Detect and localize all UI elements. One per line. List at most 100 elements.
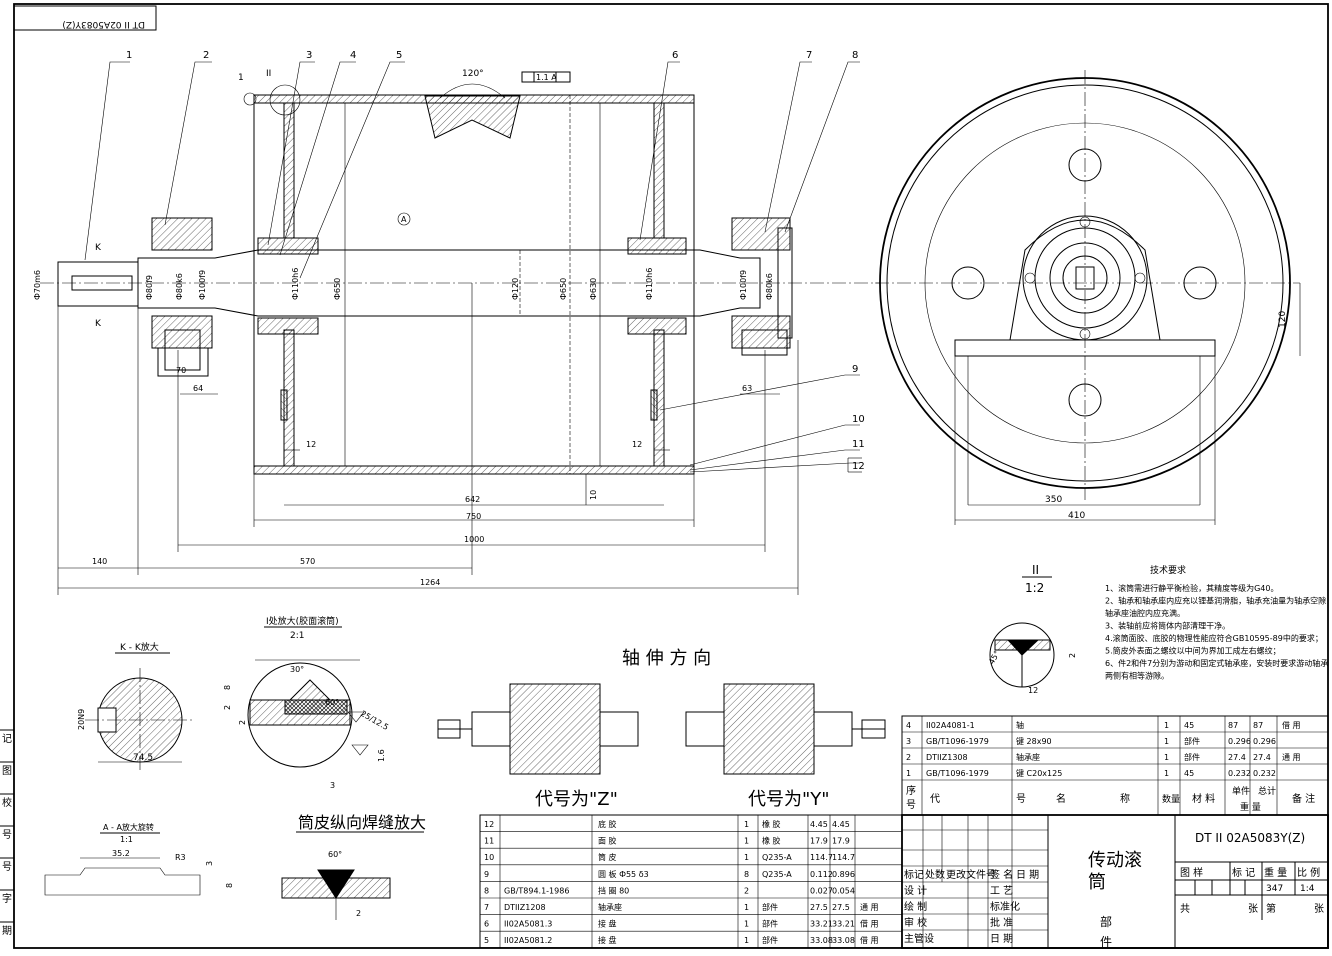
detail-I-angle-30: 30° (290, 665, 304, 674)
dim-diameter: Ф100f9 (198, 270, 207, 300)
dim-64: 64 (193, 384, 203, 393)
parts-upper-cell: GB/T1096-1979 (926, 737, 989, 746)
parts-lower-cell: 轴承座 (598, 902, 622, 912)
parts-lower-cell: Q235-A (762, 870, 792, 879)
parts-upper-cell: 轴 (1016, 720, 1024, 730)
parts-upper-cell: 1 (906, 769, 911, 778)
detail-I-callout (243, 92, 257, 106)
parts-lower-cell: 底 胶 (598, 819, 617, 829)
parts-lower-cell: 11 (484, 837, 494, 846)
parts-lower-cell: 27.5 (832, 903, 850, 912)
mark-arabic-1: 1 (238, 73, 244, 83)
title-rev-header: 处数 (925, 868, 945, 881)
detail-A-title: A - A放大旋转 (103, 822, 154, 832)
parts-upper-cell: II02A4081-1 (926, 721, 975, 730)
parts-upper-header: 号 (906, 799, 916, 811)
title-label: 重 量 (1264, 866, 1287, 879)
parts-upper-cell: 轴承座 (1016, 752, 1040, 762)
margin-label: 字 (2, 892, 12, 905)
detail-A-r3: R3 (175, 853, 186, 862)
dim-120-right: 120 (1278, 311, 1288, 328)
title-weight: 347 (1266, 884, 1283, 894)
part-number-1: 1 (126, 50, 132, 61)
z-shell (509, 683, 601, 775)
tech-req-line: 5.筒皮外表面之螺纹以中间为界加工成左右螺纹； (1105, 646, 1281, 656)
margin-label: 校 (2, 796, 12, 809)
parts-lower-cell: 6 (484, 920, 489, 929)
parts-upper-cell: 27.4 (1228, 753, 1246, 762)
lightening-hole-right (1183, 266, 1217, 300)
parts-upper-cell: 通 用 (1282, 752, 1301, 762)
drawing-id-top: DT II 02A5083Y(Z) (62, 19, 145, 29)
parts-lower-cell: 0.054 (832, 886, 855, 895)
parts-lower-cell: 33.08 (832, 936, 855, 945)
y-shell (723, 683, 815, 775)
dim-140: 140 (92, 557, 107, 566)
detail-I-dim-2b: 2 (238, 720, 247, 725)
shell-bottom (253, 465, 695, 475)
weld-title: 筒皮纵向焊缝放大 (298, 813, 426, 832)
parts-lower-cell: II02A5081.3 (504, 920, 552, 929)
parts-lower-cell: 借 用 (860, 919, 879, 929)
detail-II-dim-12: 12 (1028, 686, 1038, 695)
dim-570: 570 (300, 557, 315, 566)
dim-410: 410 (1068, 511, 1085, 521)
parts-lower-cell: 面 胶 (598, 836, 617, 846)
detail-I-title: I处放大(胶面滚筒) (266, 615, 339, 627)
title-unit-1: 部 (1100, 914, 1112, 929)
parts-lower-cell: 1 (744, 903, 749, 912)
weld-angle: 60° (328, 850, 342, 859)
detail-K-dim-20n9: 20N9 (77, 709, 86, 730)
parts-lower-cell: 2 (744, 886, 749, 895)
parts-lower-cell: DTIIZ1208 (504, 903, 546, 912)
parts-lower-cell: 4.45 (810, 820, 828, 829)
parts-lower-cell: 0.896 (832, 870, 855, 879)
right-hub (627, 237, 687, 255)
dim-750: 750 (466, 512, 481, 521)
title-label: 比 例 (1297, 866, 1320, 879)
detail-I-dim-2: 2 (223, 705, 232, 710)
parts-upper-cell: 2 (906, 753, 911, 762)
dim-diameter: Ф100f9 (739, 270, 748, 300)
lightening-hole-bottom (1068, 383, 1102, 417)
code-y: 代号为"Y" (748, 789, 830, 810)
tolerance-frame (521, 71, 571, 83)
mark-roman-2: II (266, 69, 271, 79)
part-number-5: 5 (396, 50, 402, 61)
title-label: 标 记 (1232, 867, 1255, 879)
parts-lower-cell: 1 (744, 936, 749, 945)
dim-642: 642 (465, 495, 480, 504)
dim-diameter: Ф650 (333, 278, 342, 300)
parts-lower-cell: 17.9 (810, 837, 828, 846)
detail-K-dim-745: 74.5 (133, 753, 153, 763)
parts-upper-cell: 键 28x90 (1016, 736, 1052, 746)
dim-12b: 12 (632, 440, 642, 449)
tech-req-title: 技术要求 (1150, 564, 1186, 576)
shaft-end-left (57, 261, 139, 307)
part-number-9: 9 (852, 364, 858, 375)
axis-direction-views: 轴 伸 方 向 代号为"Z" 代号为"Y" (437, 648, 886, 810)
title-sheet-unit2: 张 (1314, 903, 1324, 915)
title-sheet-total: 共 (1180, 903, 1190, 915)
parts-lower-cell: 通 用 (860, 902, 879, 912)
tech-req-line: 1、滚筒需进行静平衡检验，其精度等级为G40。 (1105, 583, 1278, 593)
parts-lower-cell: 10 (484, 853, 494, 862)
parts-lower-cell: 114.7 (810, 853, 833, 862)
parts-upper-cell: GB/T1096-1979 (926, 769, 989, 778)
detail-I-angle-60: 60° (325, 698, 339, 707)
title-role2: 日 期 (990, 933, 1013, 945)
dim-350: 350 (1045, 495, 1062, 505)
weld-bead (317, 869, 355, 899)
left-bearing-housing (151, 217, 213, 251)
parts-lower-cell: Q235-A (762, 853, 792, 862)
code-z: 代号为"Z" (535, 789, 618, 810)
parts-upper-header: 备 注 (1292, 792, 1315, 805)
parts-upper-cell: 1 (1164, 737, 1169, 746)
right-bearing-housing (731, 217, 791, 251)
parts-lower-cell: 33.21 (832, 920, 855, 929)
